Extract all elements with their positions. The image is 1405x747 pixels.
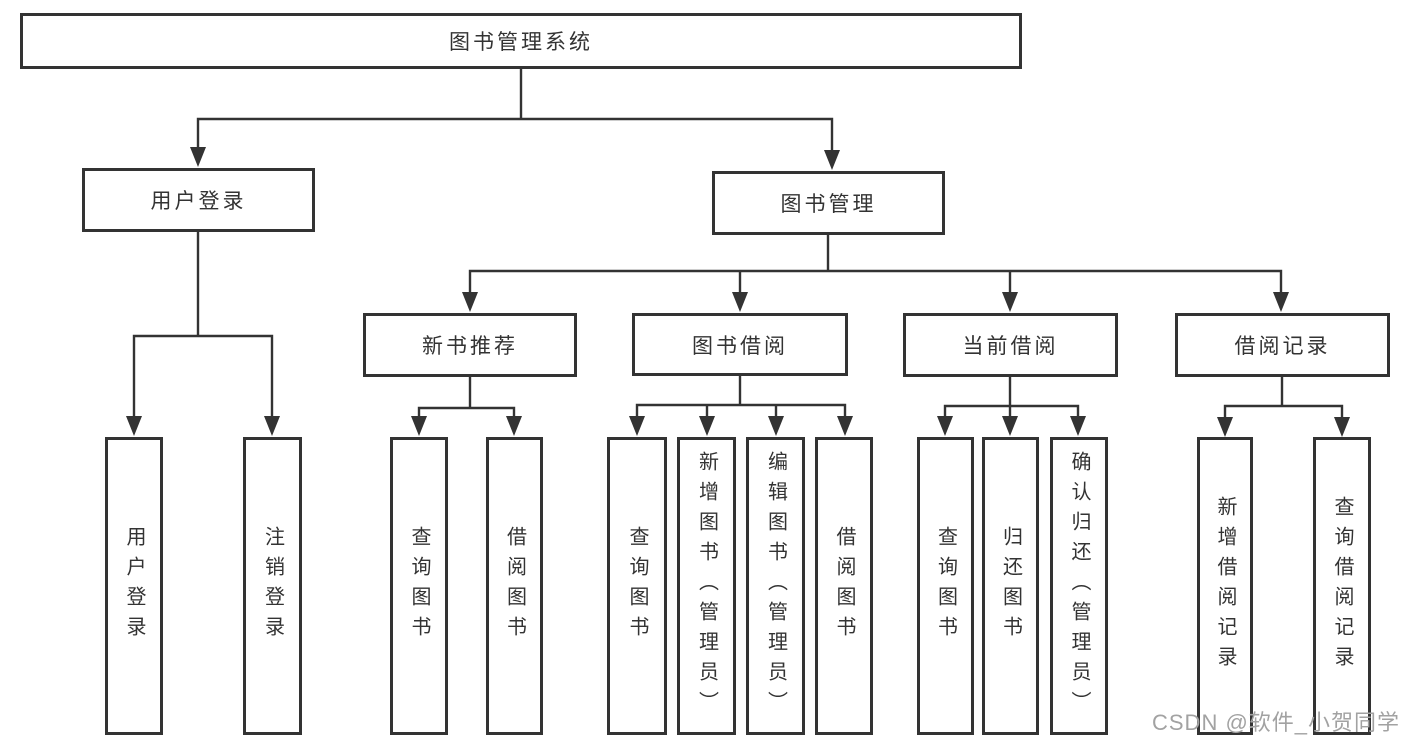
leaf-label: 新增借阅记录 <box>1214 496 1236 676</box>
csdn-watermark: CSDN @软件_小贺同学 <box>1152 710 1401 735</box>
node-label: 图书管理 <box>780 193 877 216</box>
node-current-borrowing: 当前借阅 <box>903 313 1118 377</box>
leaf-edit-book-admin: 编辑图书（管理员） <box>746 437 805 735</box>
leaf-label: 借阅图书 <box>503 526 526 646</box>
leaf-label: 查询图书 <box>626 526 648 646</box>
node-user-login: 用户登录 <box>82 168 315 232</box>
leaf-label: 确认归还（管理员） <box>1068 451 1090 721</box>
leaf-query-book-current: 查询图书 <box>917 437 974 735</box>
leaf-user-login: 用户登录 <box>105 437 163 735</box>
leaf-label: 编辑图书（管理员） <box>764 451 787 721</box>
node-library-management-system: 图书管理系统 <box>20 13 1022 69</box>
leaf-label: 注销登录 <box>261 526 284 646</box>
node-label: 图书管理系统 <box>449 31 593 54</box>
node-label: 新书推荐 <box>422 335 518 358</box>
leaf-add-book-admin: 新增图书（管理员） <box>677 437 736 735</box>
leaf-label: 借阅图书 <box>833 526 855 646</box>
node-book-borrowing: 图书借阅 <box>632 313 848 376</box>
leaf-label: 用户登录 <box>123 526 145 646</box>
leaf-label: 归还图书 <box>999 526 1022 646</box>
leaf-label: 查询图书 <box>408 526 430 646</box>
node-book-management: 图书管理 <box>712 171 945 235</box>
node-label: 当前借阅 <box>962 335 1059 358</box>
node-label: 借阅记录 <box>1234 335 1331 358</box>
leaf-label: 查询图书 <box>934 526 957 646</box>
node-borrowing-records: 借阅记录 <box>1175 313 1390 377</box>
leaf-query-book-recommend: 查询图书 <box>390 437 448 735</box>
leaf-add-borrow-record: 新增借阅记录 <box>1197 437 1253 735</box>
node-label: 图书借阅 <box>692 334 788 358</box>
node-label: 用户登录 <box>150 190 247 213</box>
leaf-label: 查询借阅记录 <box>1331 496 1353 676</box>
leaf-query-book-borrowing: 查询图书 <box>607 437 667 735</box>
leaf-confirm-return-admin: 确认归还（管理员） <box>1050 437 1108 735</box>
leaf-return-book: 归还图书 <box>982 437 1039 735</box>
leaf-query-borrow-record: 查询借阅记录 <box>1313 437 1371 735</box>
node-new-book-recommend: 新书推荐 <box>363 313 577 377</box>
leaf-label: 新增图书（管理员） <box>695 451 718 721</box>
leaf-logout: 注销登录 <box>243 437 302 735</box>
leaf-borrow-book-recommend: 借阅图书 <box>486 437 543 735</box>
leaf-borrow-book: 借阅图书 <box>815 437 873 735</box>
